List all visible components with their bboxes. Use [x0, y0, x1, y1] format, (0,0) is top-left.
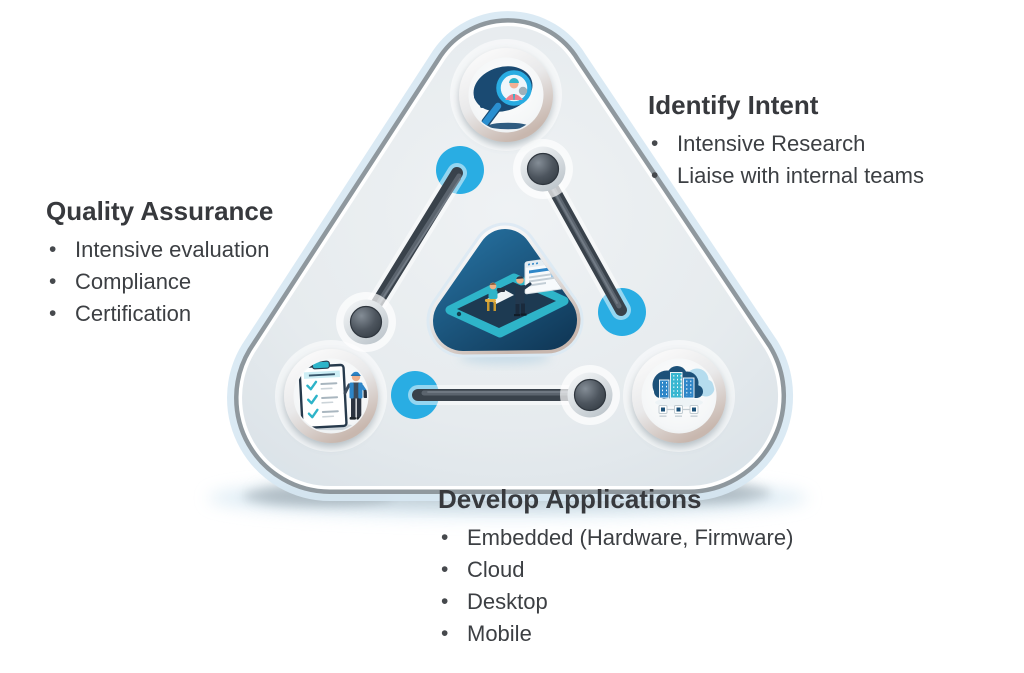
dev-team-phone-illustration [426, 222, 584, 364]
bullet-item: Liaise with internal teams [648, 160, 924, 192]
bullet-item: Compliance [46, 266, 273, 298]
section-title: Develop Applications [438, 484, 702, 514]
section-title: Identify Intent [648, 90, 819, 120]
quality-checklist-icon [275, 340, 387, 452]
node-knobs-dark [336, 139, 620, 425]
research-icon [450, 39, 562, 151]
presenter-figure [514, 276, 532, 317]
bullet-item: Embedded (Hardware, Firmware) [438, 522, 793, 554]
section-title: Quality Assurance [46, 196, 274, 226]
seated-figure [485, 282, 514, 311]
bullet-item: Mobile [438, 618, 793, 650]
bullet-item: Intensive evaluation [46, 234, 273, 266]
cloud-apps-icon [623, 340, 735, 452]
section-bullet-list: Intensive evaluation Compliance Certific… [46, 234, 273, 330]
bullet-item: Certification [46, 298, 273, 330]
bullet-item: Intensive Research [648, 128, 924, 160]
inspector-figure [343, 371, 367, 420]
section-bullet-list: Embedded (Hardware, Firmware) Cloud Desk… [438, 522, 793, 650]
section-quality-assurance: Quality Assurance Intensive evaluation C… [46, 196, 273, 330]
bullet-item: Cloud [438, 554, 793, 586]
section-bullet-list: Intensive Research Liaise with internal … [648, 128, 924, 192]
section-identify-intent: Identify Intent Intensive Research Liais… [648, 90, 924, 192]
bullet-item: Desktop [438, 586, 793, 618]
section-develop-applications: Develop Applications Embedded (Hardware,… [438, 484, 793, 650]
